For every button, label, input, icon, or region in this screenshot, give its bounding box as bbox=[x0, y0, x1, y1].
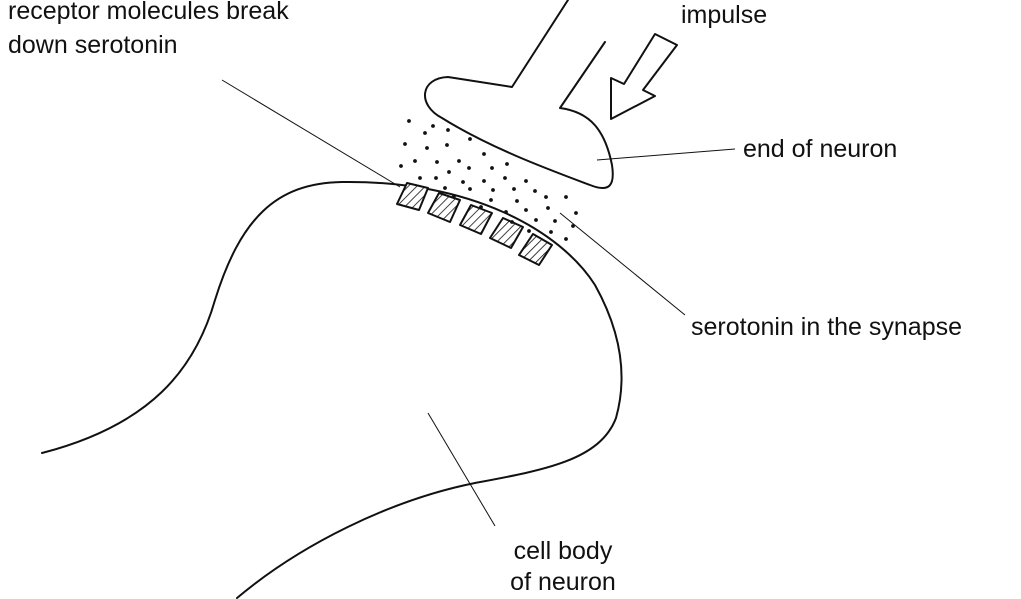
leader-line-receptor bbox=[222, 80, 400, 187]
label-cell-body-line1: cell body bbox=[498, 536, 628, 567]
serotonin-dot bbox=[403, 142, 407, 146]
label-serotonin-in-synapse: serotonin in the synapse bbox=[691, 312, 962, 343]
serotonin-dot bbox=[445, 143, 449, 147]
serotonin-dot bbox=[549, 230, 553, 234]
serotonin-molecules bbox=[399, 119, 578, 241]
leader-line-cell-body bbox=[428, 413, 495, 526]
serotonin-dot bbox=[544, 195, 548, 199]
serotonin-dot bbox=[399, 164, 403, 168]
serotonin-dot bbox=[490, 166, 494, 170]
serotonin-dot bbox=[407, 119, 411, 123]
serotonin-dot bbox=[505, 162, 509, 166]
serotonin-dot bbox=[447, 170, 451, 174]
serotonin-dot bbox=[461, 180, 465, 184]
serotonin-dot bbox=[434, 176, 438, 180]
serotonin-dot bbox=[435, 160, 439, 164]
serotonin-dot bbox=[504, 210, 508, 214]
serotonin-dot bbox=[533, 189, 537, 193]
serotonin-dot bbox=[534, 218, 538, 222]
serotonin-dot bbox=[503, 176, 507, 180]
serotonin-dot bbox=[527, 229, 531, 233]
serotonin-dot bbox=[468, 137, 472, 141]
leader-line-end-of-neuron bbox=[597, 149, 735, 160]
serotonin-dot bbox=[564, 237, 568, 241]
serotonin-dot bbox=[413, 159, 417, 163]
receptor-molecule bbox=[490, 218, 523, 248]
serotonin-dot bbox=[489, 198, 493, 202]
serotonin-dot bbox=[446, 128, 450, 132]
serotonin-dot bbox=[515, 199, 519, 203]
serotonin-dot bbox=[564, 195, 568, 199]
label-impulse: impulse bbox=[681, 0, 767, 31]
serotonin-dot bbox=[574, 211, 578, 215]
axon-terminal bbox=[425, 0, 613, 188]
serotonin-dot bbox=[418, 176, 422, 180]
serotonin-dot bbox=[510, 220, 514, 224]
serotonin-dot bbox=[452, 194, 456, 198]
serotonin-dot bbox=[512, 187, 516, 191]
serotonin-dot bbox=[524, 179, 528, 183]
serotonin-dot bbox=[425, 146, 429, 150]
serotonin-dot bbox=[443, 186, 447, 190]
serotonin-dot bbox=[479, 205, 483, 209]
label-end-of-neuron: end of neuron bbox=[743, 134, 897, 165]
label-cell-body-line2: of neuron bbox=[498, 567, 628, 598]
serotonin-dot bbox=[468, 187, 472, 191]
serotonin-dot bbox=[553, 219, 557, 223]
serotonin-dot bbox=[457, 159, 461, 163]
label-receptor-molecules-line1: receptor molecules break bbox=[8, 0, 289, 27]
serotonin-dot bbox=[482, 152, 486, 156]
serotonin-dot bbox=[482, 179, 486, 183]
receptor-molecule bbox=[519, 234, 552, 265]
receptor-molecule bbox=[460, 205, 492, 234]
serotonin-dot bbox=[491, 188, 495, 192]
serotonin-dot bbox=[431, 124, 435, 128]
serotonin-dot bbox=[423, 131, 427, 135]
impulse-arrow bbox=[611, 34, 677, 119]
serotonin-dot bbox=[524, 208, 528, 212]
serotonin-dot bbox=[467, 166, 471, 170]
receptor-molecule bbox=[397, 183, 428, 210]
label-receptor-molecules-line2: down serotonin bbox=[8, 30, 178, 61]
serotonin-dot bbox=[546, 206, 550, 210]
